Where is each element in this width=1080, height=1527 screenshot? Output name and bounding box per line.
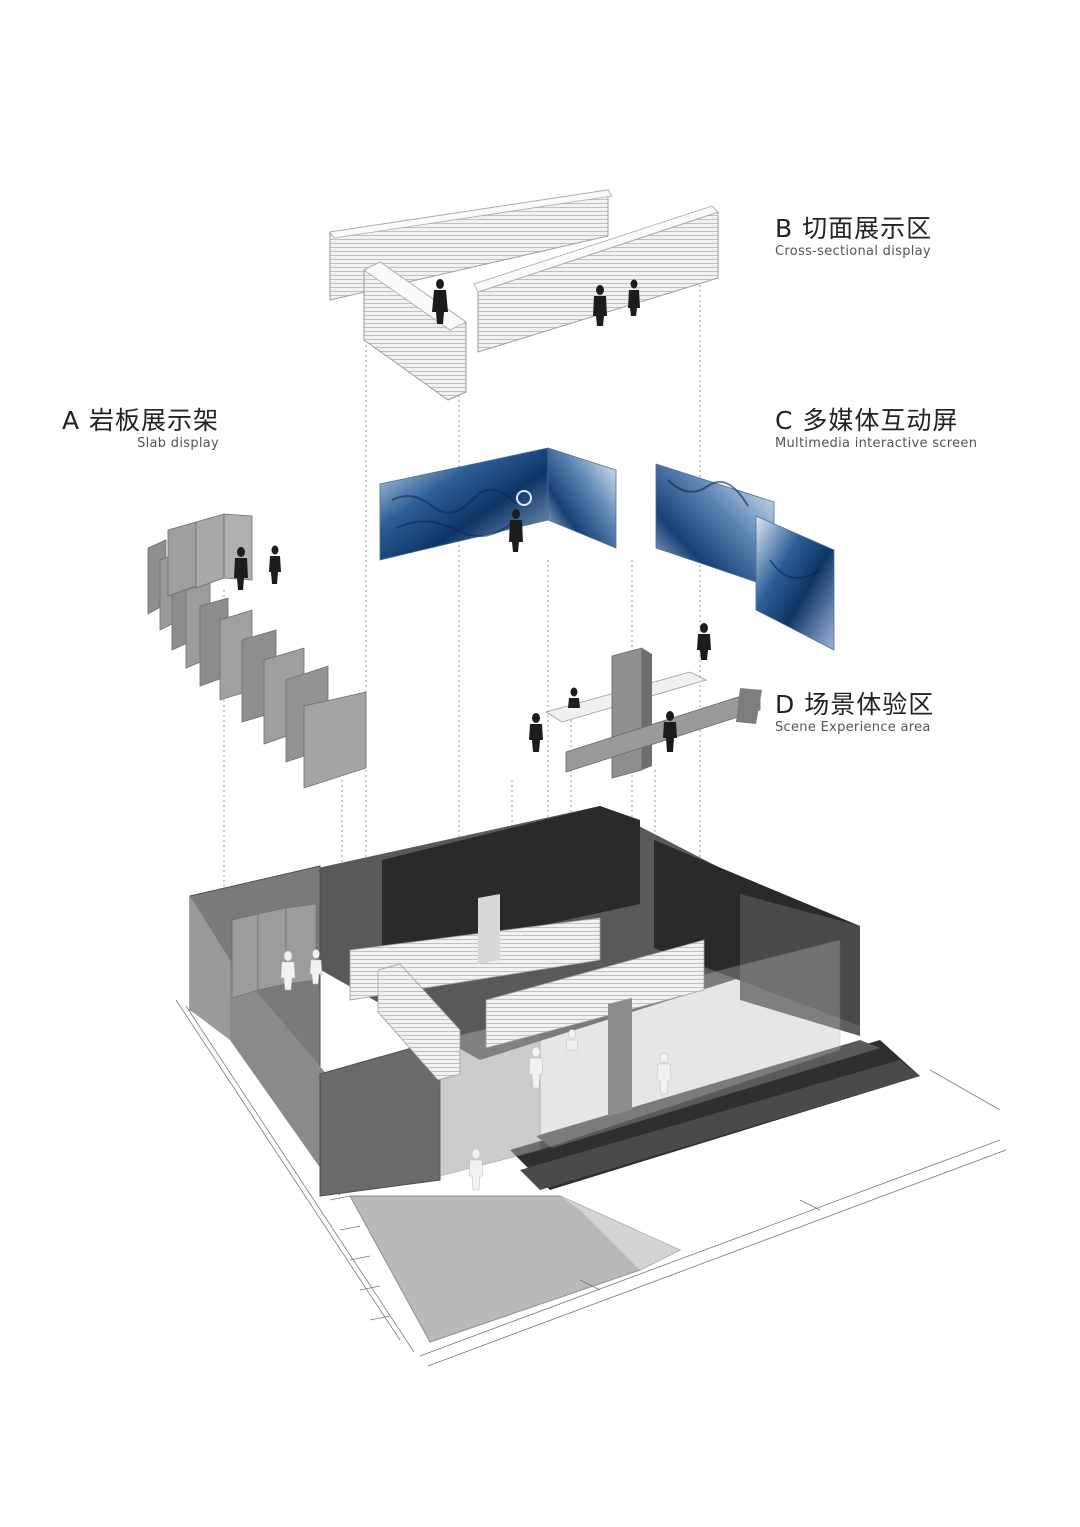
exhibition-hall-base xyxy=(189,806,920,1343)
label-scene-experience-title: D 场景体验区 xyxy=(775,690,935,719)
label-multimedia-title: C 多媒体互动屏 xyxy=(775,406,959,435)
label-slab-display-subtitle: Slab display xyxy=(137,436,220,451)
label-multimedia-subtitle: Multimedia interactive screen xyxy=(775,436,978,451)
visitor-figures-base xyxy=(280,949,672,1191)
label-cross-sectional-subtitle: Cross-sectional display xyxy=(775,244,931,259)
label-slab-display-title: A 岩板展示架 xyxy=(62,406,220,435)
visitor-figures-a xyxy=(234,545,281,590)
label-cross-sectional-title: B 切面展示区 xyxy=(775,214,933,243)
label-cross-sectional-display: B 切面展示区 Cross-sectional display xyxy=(775,214,932,260)
cross-sectional-shelves xyxy=(329,189,719,401)
visitor-figures-d xyxy=(529,687,677,752)
multimedia-screens xyxy=(379,447,835,660)
visitor-figures-c xyxy=(509,509,711,660)
scene-experience-area xyxy=(529,647,762,779)
slab-display-panels xyxy=(147,513,367,789)
label-scene-experience: D 场景体验区 Scene Experience area xyxy=(775,690,934,736)
label-multimedia-screen: C 多媒体互动屏 Multimedia interactive screen xyxy=(775,406,977,452)
label-scene-experience-subtitle: Scene Experience area xyxy=(775,720,931,735)
dimension-lines xyxy=(175,999,1007,1367)
label-slab-display: A 岩板展示架 Slab display xyxy=(62,406,219,452)
visitor-figures-b xyxy=(432,279,640,326)
